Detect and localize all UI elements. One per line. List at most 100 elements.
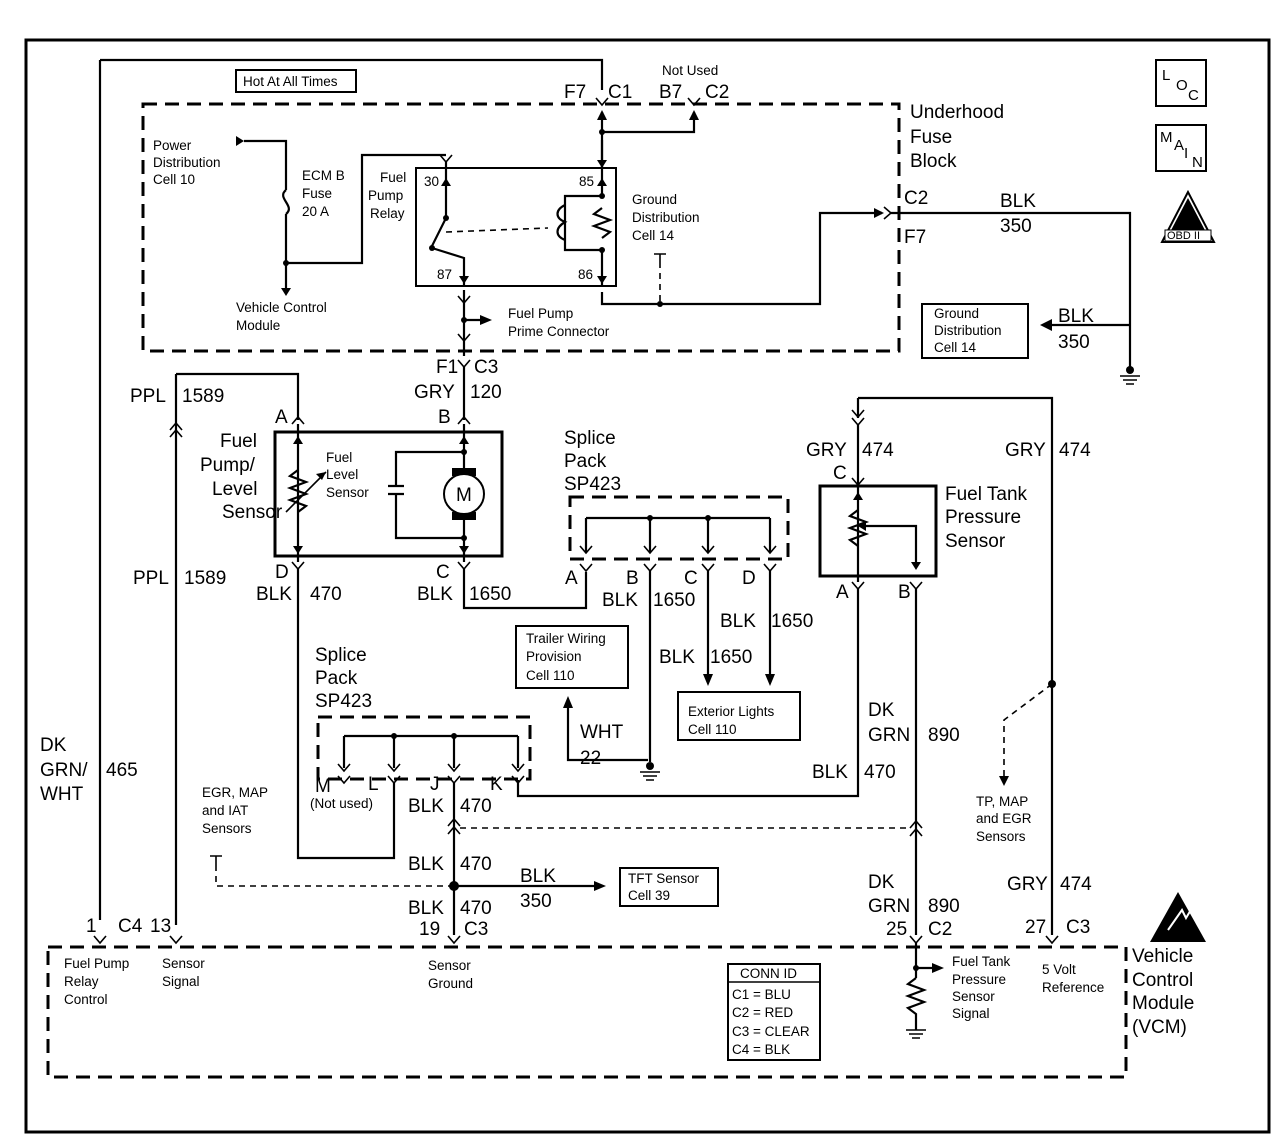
svg-text:470: 470 <box>864 762 896 783</box>
svg-text:465: 465 <box>106 760 138 781</box>
svg-text:1650: 1650 <box>710 647 752 668</box>
svg-text:5 Volt: 5 Volt <box>1042 962 1076 977</box>
svg-text:1589: 1589 <box>184 568 226 589</box>
svg-text:B: B <box>626 568 639 589</box>
svg-text:Fuel: Fuel <box>220 431 257 452</box>
svg-text:M: M <box>315 776 331 797</box>
svg-text:Distribution: Distribution <box>153 155 221 170</box>
tft-sensor-label: TFT Sensor Cell 39 <box>619 867 719 907</box>
svg-text:Relay: Relay <box>64 974 99 989</box>
svg-text:Module: Module <box>1132 993 1194 1014</box>
svg-text:Sensor: Sensor <box>945 531 1006 552</box>
svg-text:890: 890 <box>928 725 960 746</box>
svg-text:Splice: Splice <box>564 428 616 449</box>
fuel-pump-prime-connector-label: Fuel Pump Prime Connector <box>508 306 610 339</box>
pin-c2-top: C2 <box>705 82 729 103</box>
svg-text:Reference: Reference <box>1042 980 1104 995</box>
underhood-fuse-block-boundary <box>141 102 901 353</box>
svg-text:B: B <box>438 407 451 428</box>
svg-text:Ground: Ground <box>428 976 473 991</box>
svg-text:(VCM): (VCM) <box>1132 1017 1187 1038</box>
svg-text:Sensors: Sensors <box>976 829 1026 844</box>
svg-text:Fuse: Fuse <box>302 186 332 201</box>
vcm-boundary <box>46 945 1128 1079</box>
svg-text:BLK: BLK <box>256 584 292 605</box>
ecm-b-fuse-label: ECM B Fuse 20 A <box>302 168 345 219</box>
svg-text:BLK: BLK <box>812 762 848 783</box>
fuel-pump-relay-label: Fuel Pump Relay <box>368 170 406 221</box>
svg-text:Block: Block <box>910 151 957 172</box>
svg-text:GRY: GRY <box>1007 874 1048 895</box>
sensor-ground-label: Sensor Ground <box>428 958 473 991</box>
exterior-lights-label: Exterior Lights Cell 110 <box>677 691 801 741</box>
svg-text:Cell 39: Cell 39 <box>628 888 670 903</box>
svg-text:470: 470 <box>460 854 492 875</box>
svg-text:Fuel Tank: Fuel Tank <box>952 954 1011 969</box>
obd-ii-icon: OBD II <box>1160 189 1216 243</box>
fuel-pump-level-sensor <box>273 430 504 558</box>
egr-map-iat-sensors-label: EGR, MAP and IAT Sensors <box>202 785 268 836</box>
svg-text:474: 474 <box>1060 874 1092 895</box>
svg-text:C2 = RED: C2 = RED <box>732 1005 793 1020</box>
pin-b7: B7 <box>659 82 682 103</box>
svg-text:25: 25 <box>886 919 907 940</box>
power-distribution-label: Power Distribution Cell 10 <box>153 138 221 187</box>
svg-text:BLK: BLK <box>1058 306 1094 327</box>
svg-text:DK: DK <box>868 700 895 721</box>
five-volt-reference-label: 5 Volt Reference <box>1042 962 1104 995</box>
svg-text:Cell 14: Cell 14 <box>934 340 977 355</box>
svg-text:85: 85 <box>579 174 594 189</box>
main-icon: M A I N <box>1155 124 1207 172</box>
svg-text:C4 = BLK: C4 = BLK <box>732 1042 790 1057</box>
svg-text:BLK: BLK <box>408 898 444 919</box>
svg-text:Fuel Pump: Fuel Pump <box>508 306 573 321</box>
svg-text:J: J <box>430 774 440 795</box>
svg-text:Sensor: Sensor <box>326 485 369 500</box>
svg-text:PPL: PPL <box>133 568 169 589</box>
fuel-pump-relay <box>415 167 617 287</box>
svg-text:Control: Control <box>1132 970 1193 991</box>
svg-text:C3: C3 <box>1066 917 1090 938</box>
svg-text:N: N <box>1192 154 1203 171</box>
svg-text:Pump: Pump <box>368 188 403 203</box>
fuel-tank-pressure-sensor <box>818 484 938 578</box>
svg-text:Sensor: Sensor <box>222 502 283 523</box>
svg-text:A: A <box>565 568 578 589</box>
svg-text:OBD II: OBD II <box>1167 230 1200 242</box>
svg-text:C3: C3 <box>474 357 498 378</box>
svg-text:19: 19 <box>419 919 440 940</box>
fuel-pump-motor: M <box>443 468 485 520</box>
svg-text:Level: Level <box>212 479 257 500</box>
svg-text:C4: C4 <box>118 916 143 937</box>
svg-text:Cell 110: Cell 110 <box>688 722 737 737</box>
splice-pack-label-1: Splice Pack SP423 <box>564 428 621 495</box>
svg-text:Sensors: Sensors <box>202 821 252 836</box>
svg-text:TP, MAP: TP, MAP <box>976 794 1028 809</box>
svg-text:Splice: Splice <box>315 645 367 666</box>
svg-text:1650: 1650 <box>771 611 813 632</box>
sensor-signal-label: Sensor Signal <box>162 956 205 989</box>
svg-text:Cell 110: Cell 110 <box>526 668 575 683</box>
svg-text:470: 470 <box>460 898 492 919</box>
svg-text:O: O <box>1176 77 1188 94</box>
fuel-level-sensor-label: Fuel Level Sensor <box>326 450 369 500</box>
hot-at-all-times-label: Hot At All Times <box>235 69 357 93</box>
splice-pack-label-2: Splice Pack SP423 <box>315 645 372 712</box>
svg-text:GRY: GRY <box>1005 440 1046 461</box>
not-used-label: Not Used <box>662 63 718 78</box>
svg-text:Sensor: Sensor <box>952 989 995 1004</box>
svg-text:(Not used): (Not used) <box>310 796 373 811</box>
svg-text:L: L <box>1162 67 1170 84</box>
svg-text:Cell 14: Cell 14 <box>632 228 675 243</box>
svg-text:DK: DK <box>40 735 67 756</box>
svg-text:C: C <box>436 562 450 583</box>
svg-text:BLK: BLK <box>408 854 444 875</box>
outer-frame <box>24 38 1271 1134</box>
svg-text:Signal: Signal <box>162 974 200 989</box>
svg-text:470: 470 <box>310 584 342 605</box>
svg-text:Distribution: Distribution <box>934 323 1002 338</box>
svg-text:BLK: BLK <box>659 647 695 668</box>
svg-text:BLK: BLK <box>408 796 444 817</box>
svg-text:Module: Module <box>236 318 280 333</box>
svg-text:Fuse: Fuse <box>910 127 952 148</box>
